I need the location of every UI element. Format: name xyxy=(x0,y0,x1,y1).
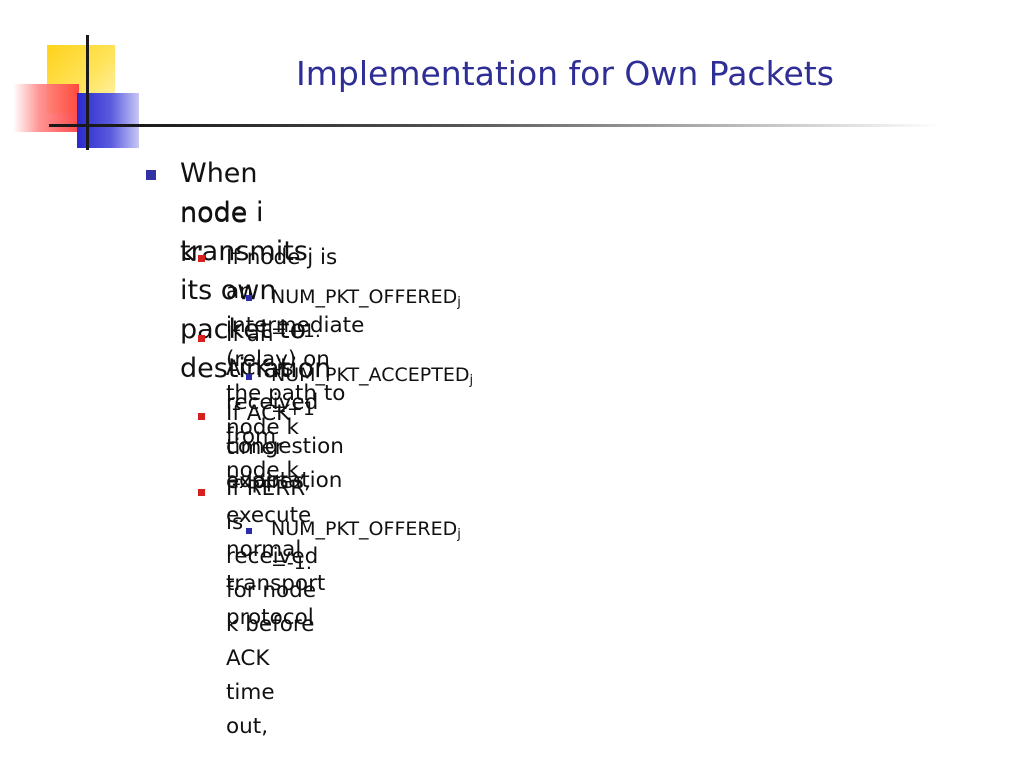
bullet-level1-icon xyxy=(146,170,156,180)
bullet-text: When node i transmits its own packet to … xyxy=(180,158,332,384)
bullet-text-continued: node k: xyxy=(180,198,248,268)
bullet-level3-icon xyxy=(246,295,252,301)
bullet-text: If node j is an intermediate (relay) on … xyxy=(226,245,365,440)
bullet-level3-icon xyxy=(246,528,252,534)
logo-horizontal-line xyxy=(49,124,149,127)
bullet-text: If an ACK is received from node k, xyxy=(226,322,319,483)
slide-title: Implementation for Own Packets xyxy=(296,54,834,93)
bullet-level2-icon xyxy=(198,335,205,342)
bullet-text: If ACK timer expires, execute normal tra… xyxy=(226,401,326,630)
bullet-text-continued: congestion adaptation xyxy=(226,434,344,493)
formula-text: NUM_PKT_ACCEPTEDj =+1 xyxy=(271,364,474,420)
overlapping-squares-logo-icon xyxy=(0,0,150,160)
title-rule xyxy=(140,124,940,127)
formula-text: NUM_PKT_OFFEREDj =+1. xyxy=(271,286,461,342)
bullet-level2-icon xyxy=(198,255,205,262)
logo-vertical-line xyxy=(86,35,89,150)
bullet-level3-icon xyxy=(246,374,252,380)
bullet-level2-icon xyxy=(198,413,205,420)
formula-text: NUM_PKT_OFFEREDj =-1. xyxy=(271,518,461,574)
bullet-level2-icon xyxy=(198,489,205,496)
bullet-text: If RERR is received for node k before AC… xyxy=(226,476,319,739)
